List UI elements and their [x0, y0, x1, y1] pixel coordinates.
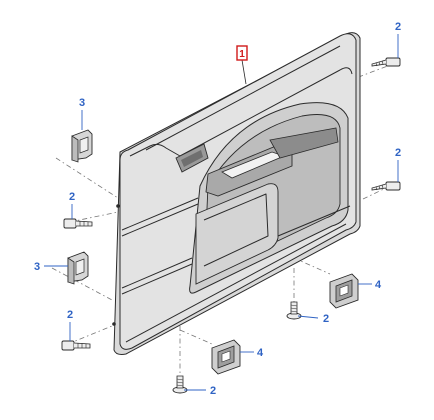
callout-clip-mid-left: 3 — [34, 261, 40, 273]
bracket-bottom — [211, 339, 241, 375]
panel-crease-upper-left-2 — [121, 203, 199, 237]
panel-top-rail — [129, 67, 353, 157]
leader-screw-bottom-right — [297, 315, 319, 319]
screw-bottom-center — [172, 375, 188, 394]
part-ref-leader — [241, 59, 247, 85]
main-part-callout: 1 — [239, 49, 245, 60]
fastener-hole-lower — [112, 322, 116, 326]
alignment-line-bracket-bottom — [179, 329, 213, 345]
panel-bottom-edge — [125, 223, 347, 343]
panel-crease-lower-left-2 — [121, 263, 193, 295]
callout-screw-left-lower: 2 — [67, 309, 73, 321]
panel-crease-right — [277, 205, 351, 237]
alignment-line-clip-upper — [55, 157, 119, 199]
map-pocket — [195, 183, 279, 285]
callout-screw-left-upper: 2 — [69, 191, 75, 203]
callout-bracket-right: 4 — [375, 279, 382, 291]
armrest-pad — [269, 127, 339, 159]
callout-screw-mid-right: 2 — [395, 147, 401, 159]
panel-crease-upper-left — [121, 197, 199, 231]
fastener-hole-upper — [116, 204, 120, 208]
switch-cutout-inner — [181, 150, 203, 167]
screw-mid-right — [371, 181, 401, 191]
panel-crease-lower-left — [121, 257, 193, 289]
screw-top-right — [371, 57, 401, 67]
door-trim-panel: 1 — [112, 32, 361, 355]
screw-left-lower — [61, 340, 91, 351]
clip-mid-left — [67, 251, 89, 285]
map-pocket-lip — [203, 193, 269, 267]
screw-left-upper — [63, 218, 93, 229]
bracket-right — [329, 273, 359, 309]
alignment-line-clip-lower — [51, 267, 113, 301]
panel-top-edge — [145, 45, 341, 151]
clip-top-left — [71, 129, 93, 163]
callout-screw-bottom-right: 2 — [323, 313, 329, 325]
callout-leaders — [44, 34, 399, 391]
alignment-line-screw-left-lower — [67, 325, 113, 345]
callout-bracket-bottom: 4 — [257, 347, 264, 359]
callout-screw-top-right: 2 — [395, 21, 401, 33]
callout-labels: 2 2 2 2 2 2 3 3 4 4 — [34, 21, 401, 397]
callout-clip-top-left: 3 — [79, 97, 85, 109]
alignment-line-screw-left-upper — [69, 211, 119, 223]
main-part-highlight-box — [236, 45, 248, 61]
callout-screw-bottom-center: 2 — [210, 385, 216, 397]
